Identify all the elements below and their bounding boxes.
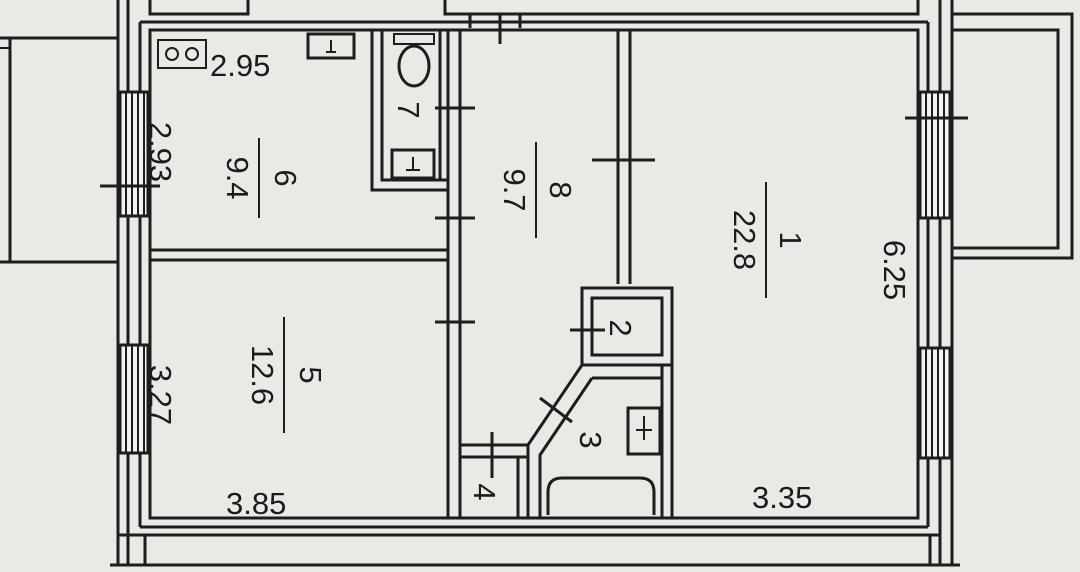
dimension-left-upper: 2.93 [143, 122, 178, 182]
door-ticks [100, 106, 968, 478]
dimension-bottom-right: 3.35 [752, 480, 812, 515]
room-7-number: 7 [391, 101, 426, 118]
room-8-area: 9.7 [497, 168, 532, 211]
wc-sink-icon [390, 148, 436, 180]
dimension-bottom-left: 3.85 [226, 486, 286, 521]
window-room-6 [118, 90, 150, 218]
dimension-left-lower: 3.27 [143, 365, 178, 425]
room-3-label: 3 [573, 431, 608, 448]
room-5-area: 12.6 [245, 345, 280, 405]
room-6-label: 6 9.4 [220, 138, 303, 218]
room-3-number: 3 [573, 431, 608, 448]
room-4-number: 4 [467, 483, 502, 500]
fixtures [157, 32, 662, 515]
room-1-area: 22.8 [727, 210, 762, 270]
room-6-area: 9.4 [220, 156, 255, 199]
room-6-number: 6 [268, 169, 303, 186]
dimension-top-left: 2.95 [210, 48, 270, 83]
windows [118, 90, 952, 460]
kitchen-sink-icon [306, 32, 356, 60]
bath-sink-icon [626, 406, 662, 456]
room-7-label: 7 [391, 101, 426, 118]
dimension-left-lower-group: 3.27 [143, 365, 178, 425]
window-room-5 [118, 343, 150, 455]
room-1-number: 1 [773, 231, 808, 248]
dimension-right: 6.25 [877, 240, 912, 300]
room-8-label: 8 9.7 [497, 142, 578, 238]
room-1-label: 1 22.8 [727, 182, 808, 298]
room-2-number: 2 [603, 319, 638, 336]
room-5-number: 5 [293, 366, 328, 383]
room-2-label: 2 [603, 319, 638, 336]
stove-icon [157, 39, 207, 69]
dimension-right-group: 6.25 [877, 240, 912, 300]
room-5-label: 5 12.6 [245, 317, 328, 433]
room-8-number: 8 [543, 181, 578, 198]
window-room-1-upper [918, 90, 952, 220]
window-room-1-lower [918, 346, 952, 460]
dimension-left-upper-group: 2.93 [143, 122, 178, 182]
apartment-walls [138, 20, 930, 529]
bathtub-icon [546, 476, 656, 515]
room-4-label: 4 [467, 483, 502, 500]
toilet-icon [393, 33, 435, 88]
